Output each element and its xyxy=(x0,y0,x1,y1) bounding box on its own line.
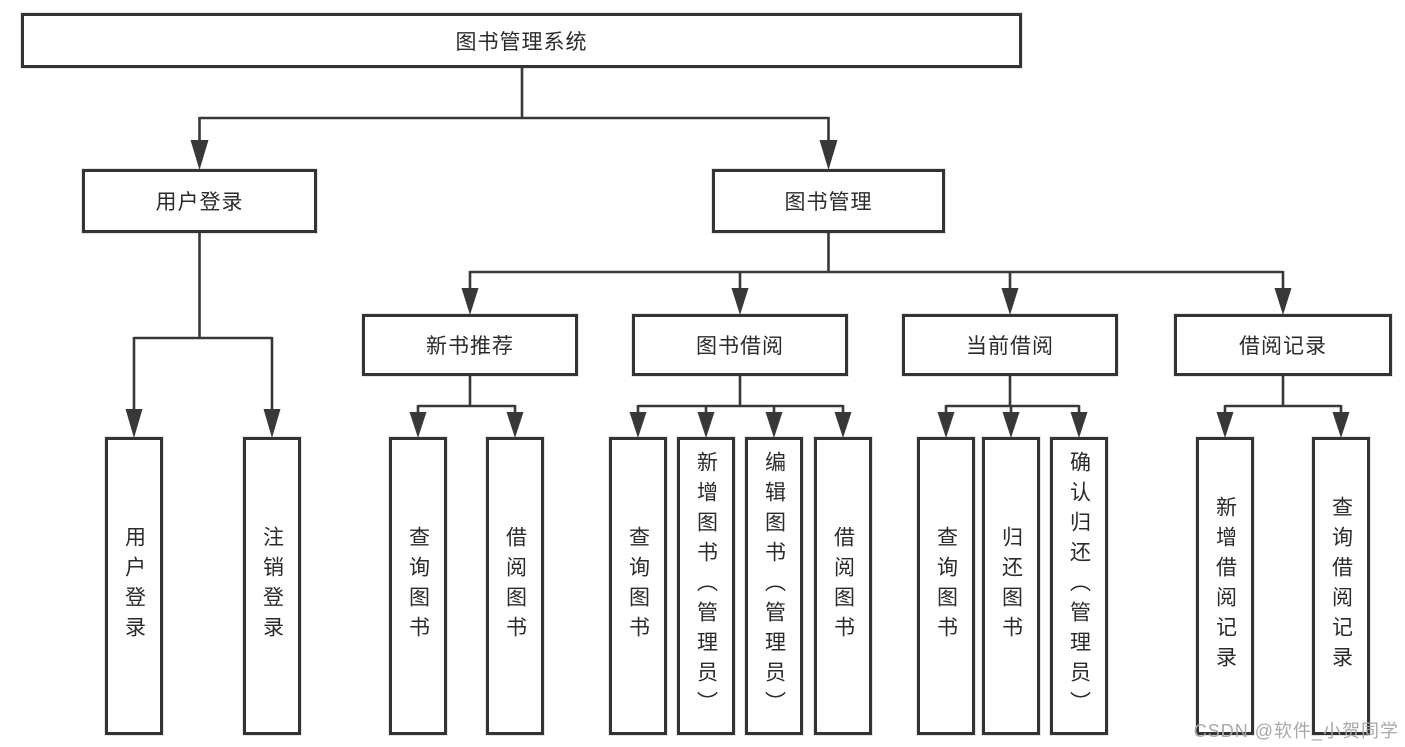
leaf-add-book-admin: 新增图书（管理员） xyxy=(677,437,735,735)
leaf-borrow-book: 借阅图书 xyxy=(814,437,872,735)
watermark-text: CSDN @软件_小贺同学 xyxy=(1193,721,1399,741)
leaf-logout-label: 注销登录 xyxy=(260,526,284,646)
leaf-return-book: 归还图书 xyxy=(982,437,1040,735)
leaf-query-books-recommend: 查询图书 xyxy=(389,437,447,735)
leaf-add-borrow-record: 新增借阅记录 xyxy=(1196,437,1254,735)
node-root: 图书管理系统 xyxy=(21,13,1022,68)
leaf-borrow-book-label: 借阅图书 xyxy=(831,526,855,646)
leaf-user-login: 用户登录 xyxy=(105,437,163,735)
leaf-edit-book-admin-label: 编辑图书（管理员） xyxy=(762,451,786,721)
leaf-edit-book-admin: 编辑图书（管理员） xyxy=(745,437,803,735)
leaf-query-books-borrowing-label: 查询图书 xyxy=(626,526,650,646)
leaf-add-borrow-record-label: 新增借阅记录 xyxy=(1213,496,1237,676)
connector-root-to-level2 xyxy=(190,68,838,170)
connector-current-borrowing-to-leaves xyxy=(937,376,1088,438)
node-current-borrowing: 当前借阅 xyxy=(902,314,1118,376)
node-book-management-label: 图书管理 xyxy=(784,191,873,214)
leaf-add-book-admin-label: 新增图书（管理员） xyxy=(694,451,718,721)
node-new-book-recommendation: 新书推荐 xyxy=(362,314,578,376)
leaf-return-book-label: 归还图书 xyxy=(999,526,1023,646)
node-borrowing-records-label: 借阅记录 xyxy=(1239,335,1327,358)
leaf-confirm-return-admin-label: 确认归还（管理员） xyxy=(1067,451,1091,721)
connector-user-login-to-leaves xyxy=(125,233,281,438)
connector-new-book-recommendation-to-leaves xyxy=(409,376,524,438)
node-book-management: 图书管理 xyxy=(712,169,945,233)
leaf-query-borrow-record: 查询借阅记录 xyxy=(1312,437,1370,735)
leaf-borrow-book-recommend: 借阅图书 xyxy=(486,437,544,735)
node-root-label: 图书管理系统 xyxy=(455,30,588,54)
node-user-login: 用户登录 xyxy=(82,169,317,233)
connector-borrowing-records-to-leaves xyxy=(1216,376,1350,438)
leaf-confirm-return-admin: 确认归还（管理员） xyxy=(1050,437,1108,735)
connector-book-borrowing-to-leaves xyxy=(629,376,852,438)
node-user-login-label: 用户登录 xyxy=(155,191,244,214)
leaf-logout: 注销登录 xyxy=(243,437,301,735)
node-new-book-recommendation-label: 新书推荐 xyxy=(426,335,514,358)
node-book-borrowing-label: 图书借阅 xyxy=(696,335,784,358)
leaf-query-books-current: 查询图书 xyxy=(917,437,975,735)
leaf-query-books-borrowing: 查询图书 xyxy=(609,437,667,735)
leaf-borrow-book-recommend-label: 借阅图书 xyxy=(503,526,527,646)
node-borrowing-records: 借阅记录 xyxy=(1174,314,1392,376)
leaf-user-login-label: 用户登录 xyxy=(122,526,146,646)
node-book-borrowing: 图书借阅 xyxy=(632,314,848,376)
leaf-query-books-recommend-label: 查询图书 xyxy=(406,526,430,646)
leaf-query-books-current-label: 查询图书 xyxy=(934,526,958,646)
connector-book-management-to-level3 xyxy=(461,233,1292,315)
node-current-borrowing-label: 当前借阅 xyxy=(966,335,1054,358)
leaf-query-borrow-record-label: 查询借阅记录 xyxy=(1329,496,1353,676)
